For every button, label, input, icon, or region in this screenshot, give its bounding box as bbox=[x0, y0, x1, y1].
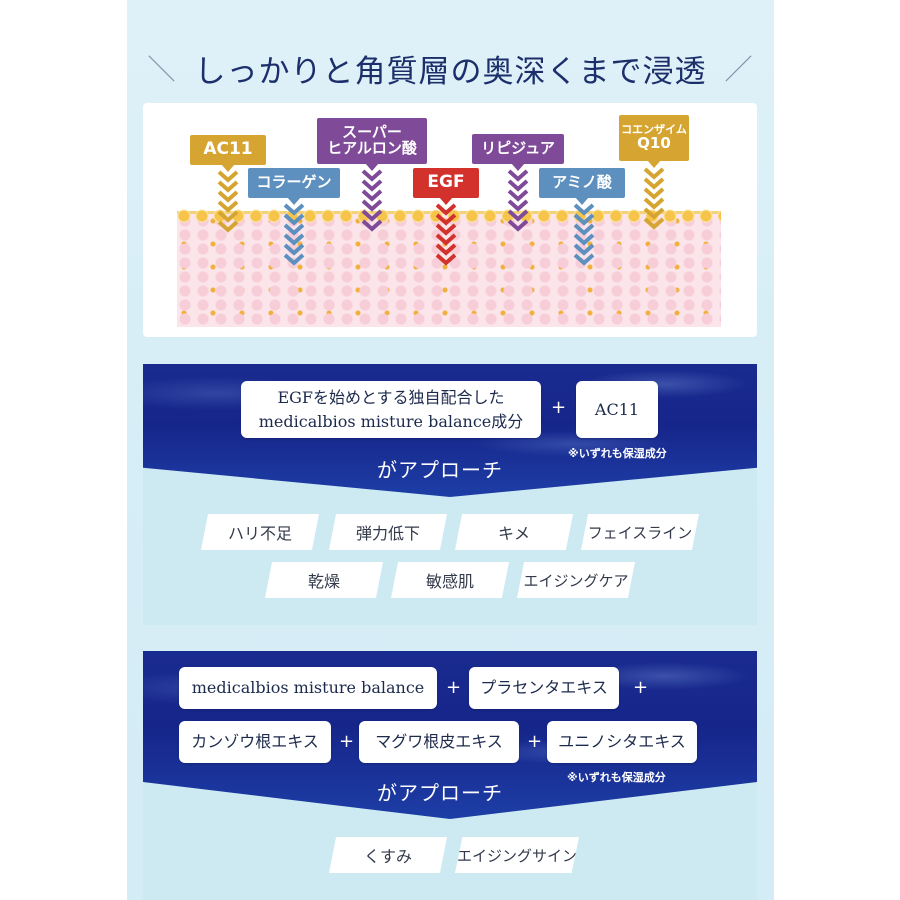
headline: ＼ しっかりと角質層の奥深くまで浸透 ／ bbox=[127, 40, 774, 96]
concern-tag: 弾力低下 bbox=[329, 514, 447, 550]
concern-label: エイジングケア bbox=[523, 571, 629, 590]
concern-tag: キメ bbox=[455, 514, 573, 550]
plus-sign: + bbox=[339, 731, 355, 752]
plus-sign: + bbox=[446, 677, 462, 698]
ingredient-box-mulberry-root-bark: マグワ根皮エキス bbox=[359, 721, 519, 763]
ingredient-tag-amino-acid: アミノ酸 bbox=[539, 168, 625, 198]
approach-text: がアプローチ bbox=[377, 781, 503, 805]
ingredient-box-label: ユニノシタエキス bbox=[558, 732, 686, 752]
moisturizing-note: ※いずれも保湿成分 bbox=[568, 447, 667, 460]
plus-sign: + bbox=[633, 677, 649, 698]
concern-tag: 乾燥 bbox=[265, 562, 383, 598]
ingredient-box-ac11: AC11 bbox=[576, 381, 658, 438]
chevron-down-icon bbox=[283, 203, 305, 266]
headline-right-slash: ／ bbox=[724, 53, 754, 86]
concern-tag: フェイスライン bbox=[581, 514, 699, 550]
ingredient-label-line2: ヒアルロン酸 bbox=[327, 139, 417, 157]
plus-sign: + bbox=[551, 397, 567, 418]
concern-tag: エイジングケア bbox=[517, 562, 635, 598]
concern-tag: 敏感肌 bbox=[391, 562, 509, 598]
concern-tag: くすみ bbox=[329, 837, 447, 873]
ingredient-box-licorice-root: カンゾウ根エキス bbox=[179, 721, 331, 763]
ingredient-box-placenta: プラセンタエキス bbox=[469, 667, 619, 709]
concern-label: フェイスライン bbox=[587, 523, 693, 542]
ingredient-tag-coenzyme-q10: コエンザイム Q10 bbox=[619, 115, 689, 161]
ingredient-box-medicalbios: EGFを始めとする独自配合した medicalbios misture bala… bbox=[241, 381, 541, 438]
moisturizing-note: ※いずれも保湿成分 bbox=[567, 771, 666, 784]
ingredient-box-yukinoshita: ユニノシタエキス bbox=[547, 721, 697, 763]
ingredient-label-line1: スーパー bbox=[342, 123, 402, 142]
concern-tag: エイジングサイン bbox=[455, 837, 579, 873]
concern-label: キメ bbox=[497, 524, 530, 543]
ingredient-label: リピジュア bbox=[481, 139, 555, 158]
concern-label: 乾燥 bbox=[307, 572, 340, 591]
ingredient-box-label: プラセンタエキス bbox=[480, 678, 608, 698]
approach-panel-2: medicalbios misture balance + プラセンタエキス +… bbox=[143, 651, 757, 900]
ingredient-tag-ac11: AC11 bbox=[190, 135, 266, 165]
ingredient-tag-super-hyaluronic-acid: スーパー ヒアルロン酸 bbox=[317, 118, 427, 164]
headline-text: しっかりと角質層の奥深くまで浸透 bbox=[194, 53, 707, 90]
ingredient-label: コラーゲン bbox=[256, 173, 332, 192]
ingredient-box-label: AC11 bbox=[594, 399, 640, 419]
ingredient-label: EGF bbox=[427, 172, 465, 193]
ingredient-box-line1: EGFを始めとする独自配合した bbox=[277, 388, 505, 408]
ingredient-tag-lipidure: リピジュア bbox=[472, 134, 564, 164]
ingredient-box-label: カンゾウ根エキス bbox=[191, 732, 319, 752]
ingredient-box-medicalbios: medicalbios misture balance bbox=[179, 667, 437, 709]
ingredient-box-label: medicalbios misture balance bbox=[191, 678, 425, 698]
penetration-diagram: AC11 コラーゲン スーパー ヒアルロン酸 EGF リピジュア アミノ酸 コエ… bbox=[143, 103, 757, 337]
ingredient-label: アミノ酸 bbox=[552, 173, 612, 192]
chevron-down-icon bbox=[507, 169, 529, 232]
chevron-down-icon bbox=[361, 169, 383, 232]
concern-label: 弾力低下 bbox=[355, 524, 420, 543]
headline-left-slash: ＼ bbox=[147, 53, 177, 86]
concern-label: エイジングサイン bbox=[456, 846, 577, 865]
chevron-down-icon bbox=[217, 170, 239, 233]
ingredient-label-line1: コエンザイム bbox=[621, 123, 687, 137]
chevron-down-icon bbox=[643, 167, 665, 230]
concern-label: くすみ bbox=[363, 847, 412, 866]
concern-label: ハリ不足 bbox=[227, 524, 292, 543]
approach-panel-1: EGFを始めとする独自配合した medicalbios misture bala… bbox=[143, 364, 757, 625]
concern-tag: ハリ不足 bbox=[201, 514, 319, 550]
ingredient-box-label: マグワ根皮エキス bbox=[375, 732, 503, 752]
ingredient-tag-collagen: コラーゲン bbox=[248, 168, 340, 198]
ingredient-box-line2: medicalbios misture balance成分 bbox=[258, 411, 524, 431]
chevron-down-icon bbox=[435, 203, 457, 266]
concern-label: 敏感肌 bbox=[425, 572, 474, 591]
ingredient-label: AC11 bbox=[203, 139, 253, 160]
chevron-down-icon bbox=[573, 203, 595, 266]
plus-sign: + bbox=[527, 731, 543, 752]
ingredient-tag-egf: EGF bbox=[413, 168, 479, 198]
ingredient-label-line2: Q10 bbox=[637, 133, 671, 152]
page-background: ＼ しっかりと角質層の奥深くまで浸透 ／ AC11 コラーゲン スーパー ヒアル… bbox=[127, 0, 774, 900]
approach-text: がアプローチ bbox=[377, 458, 503, 482]
